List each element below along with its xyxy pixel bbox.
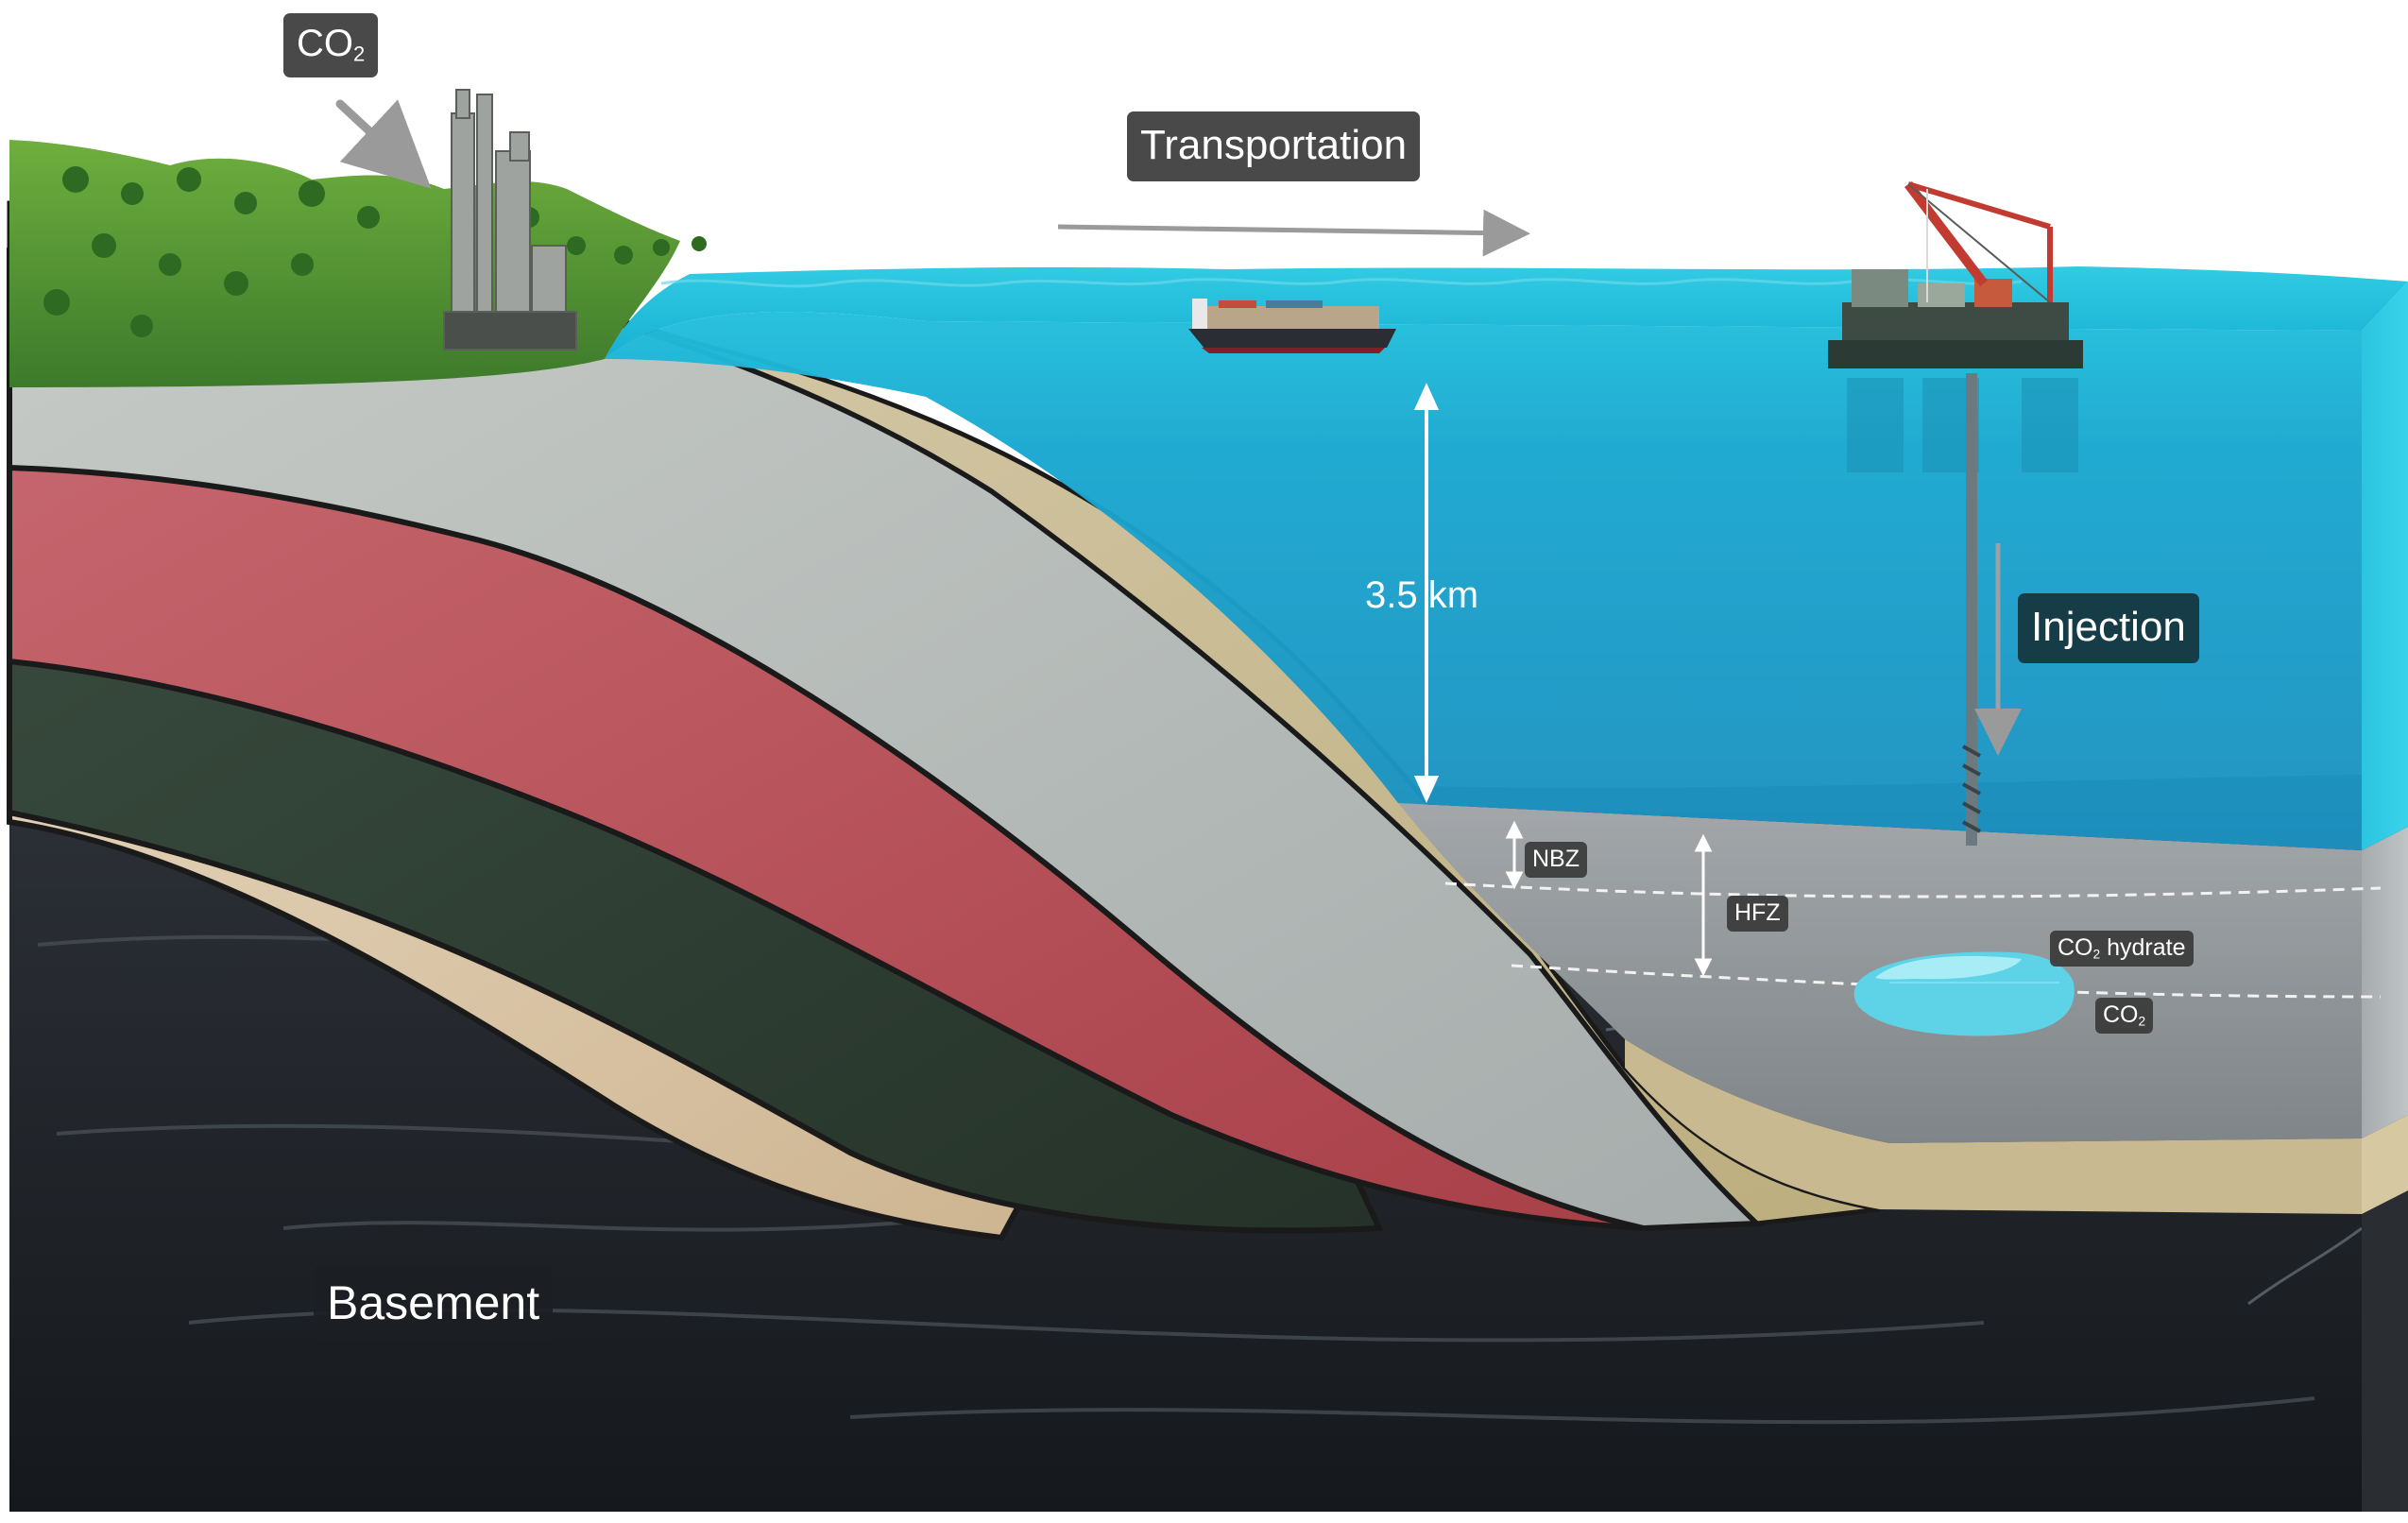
injection-label: Injection [2018, 593, 2199, 663]
depth-label: 3.5 km [1365, 574, 1479, 616]
offshore-platform [1828, 180, 2083, 472]
co2-source-main: CO [297, 23, 353, 64]
co2-hydrate-sub: 2 [2092, 947, 2101, 962]
depth-arrow [1413, 383, 1440, 803]
sand-side-face [2362, 1115, 2408, 1214]
trees [43, 166, 707, 337]
nbz-arrow [1505, 820, 1524, 890]
refinery-plant [443, 89, 577, 351]
co2-pool-main: CO [2103, 1001, 2139, 1028]
injection-text: Injection [2031, 604, 2186, 650]
surface-waves [660, 278, 2023, 288]
coastal-land [9, 140, 680, 387]
hfz-text: HFZ [1734, 899, 1781, 926]
seafloor-sand-band [1625, 1039, 2362, 1214]
container-ship [1188, 299, 1396, 353]
sediment-side-face [2362, 827, 2408, 1138]
co2-hydrate-rest: hydrate [2100, 934, 2186, 961]
zone-boundaries [1444, 881, 2382, 999]
transportation-arrow [1057, 209, 1530, 257]
co2-hydrate-label: CO2 hydrate [2050, 931, 2194, 967]
nbz-label: NBZ [1525, 842, 1587, 878]
hfz-arrow [1694, 833, 1713, 977]
co2-pool-label: CO2 [2095, 998, 2154, 1034]
basement-label: Basement [314, 1266, 554, 1342]
co2-source-label: CO2 [283, 13, 379, 77]
hfz-label: HFZ [1727, 896, 1788, 932]
sea-side-face [2362, 282, 2408, 850]
co2-source-sub: 2 [353, 42, 366, 66]
co2-hydrate-main: CO [2058, 934, 2093, 961]
co2-pool-sub: 2 [2138, 1014, 2146, 1029]
co2-pool [1853, 951, 2075, 1036]
co2-to-plant-arrow [335, 99, 432, 189]
transportation-text: Transportation [1140, 122, 1408, 168]
nbz-text: NBZ [1532, 846, 1580, 872]
transportation-label: Transportation [1127, 111, 1421, 181]
basement-text: Basement [327, 1276, 540, 1329]
